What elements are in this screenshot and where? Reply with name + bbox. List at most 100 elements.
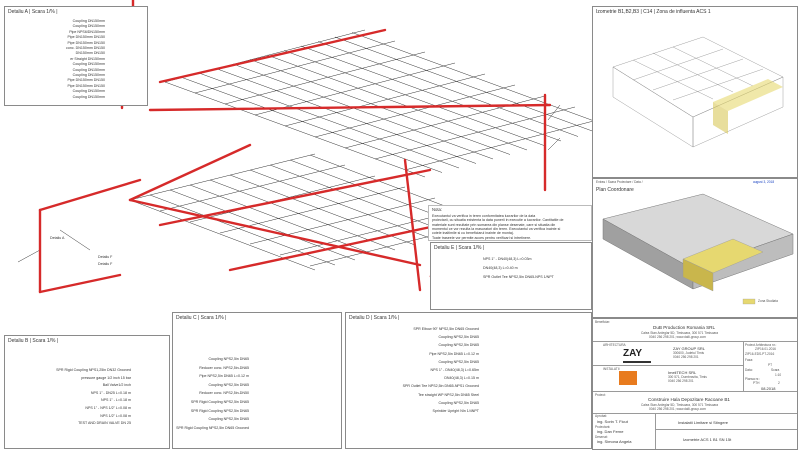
detail-label: NPS 1" - DN40(48,3) L=0.65m (430, 368, 479, 372)
title-block: Beneficiar: DuB Production Romania SRL C… (592, 318, 798, 450)
detail-label: cotele inaltimile si cu beneficiarul ina… (432, 231, 514, 236)
detail-b-title: Detaliu B | Scara 1/% | (8, 338, 59, 344)
detail-label: Sprinkler Upright NIn 1/4NPT (432, 409, 479, 413)
detail-label: Pipe NPS2,5in DN65 L=0.12 m (429, 351, 479, 356)
detail-label: Coupling DN150mm (72, 24, 105, 29)
detail-b-panel: Detaliu B | Scara 1/% | SPR Rigid Coupli… (4, 335, 170, 449)
project-label: Proiect: (595, 393, 606, 397)
detail-label: Executantul va verifica in teren conform… (432, 214, 536, 218)
detail-label: Coupling NPS2,5in DN65 (438, 400, 479, 405)
project-number: ZIP16.01.2016 (755, 347, 776, 351)
detail-label: SPR Outlet Tee NPS2,5in DN65-NPS1 Groove… (402, 384, 479, 389)
detail-label: SPR Outlet Tee NPS2,5in DN65-NPS 1/NPT (483, 275, 554, 279)
detail-label: Pipe DN150mm DN150 (67, 40, 105, 45)
plan-header: Extras / Scara Proiectare / Data / (596, 180, 643, 184)
phase-value: PT (768, 363, 773, 367)
detail-label: Coupling DN150mm (72, 19, 105, 23)
architect-name: ZAY GROUP SRL (673, 346, 706, 351)
detail-label: Coupling NPS2,5in DN65 (208, 417, 249, 422)
plan-coordination-panel: Extras / Scara Proiectare / Data / Plan … (592, 178, 798, 318)
detail-a-title: Detaliu A | Scara 1/% | (8, 9, 58, 15)
detail-label: NPS 1" - NPS 1/2" L=0.08 m (85, 406, 131, 410)
detail-e-panel: Detaliu E | Scara 1/% | NPS 1" - DN40(48… (430, 242, 592, 310)
detail-f-title: Detaliu F (98, 262, 113, 266)
date-label: Data: (745, 368, 753, 372)
imelitech-logo (619, 371, 637, 385)
detail-label: NPS 1" - DN40(48,3) L=0.03m (483, 257, 532, 261)
installation-type: Instalatii Limitare si Stingere (678, 420, 729, 425)
approved-name: ing. Sorin T. Ficut (597, 419, 628, 424)
detail-label: Coupling NPS2,5in DN65 (438, 359, 479, 364)
note-panel: Nota: Executantul va verifica in teren c… (428, 205, 592, 241)
detail-label: DN150mm DN150 (75, 51, 105, 56)
plansa-value: PTH (753, 381, 760, 385)
detail-label: DN40(48,3) L=0.15 m (444, 376, 479, 381)
detail-label: Coupling DN150mm (72, 67, 105, 72)
installer-label: INSTALATII (603, 367, 620, 371)
project-address-1: Calea Stan Ardeglar 5D, Timisoara, 300 5… (641, 403, 719, 407)
detail-label: Toate traseele vor permite acces pentru … (432, 235, 532, 240)
detail-label: NPS 1/2" L=0.08 m (100, 413, 131, 418)
sheet-value: 2 (778, 381, 780, 385)
isometric-panel: Izometrie B1,B2,B3 | C14 | Zona de influ… (592, 6, 798, 178)
architect-address: 300600, Judetul Timis (673, 351, 705, 355)
installer-name: ImeliTECH SRL (668, 370, 697, 375)
project-number-label: Proiect Arhitectura nr.: (745, 343, 777, 347)
designed-name: ing. Dan Ferne (597, 429, 624, 434)
detail-a-panel: Detaliu A | Scara 1/% | Coupling DN150mm… (4, 6, 148, 106)
detail-label: SPR Rigid Coupling NPS2,5in DN65 (190, 400, 249, 404)
architect-label: ARHITECTURA (603, 343, 626, 347)
beneficiar-address-1: Calea Stan Ardeglar 5D, Timisoara, 300 5… (641, 331, 719, 335)
detail-label: proiectarii, cu situatia existenta la da… (432, 218, 564, 223)
detail-label: Ball Valve1/2 inch (102, 383, 131, 388)
detail-label: SPR Rigid Coupling NPS1,25in DN32 Groove… (56, 368, 131, 372)
detail-label: Pipe DN150mm DN150 (67, 78, 105, 83)
architect-phone: 0040 256 298 201 (673, 355, 699, 359)
detail-label: Coupling DN150mm (72, 73, 105, 77)
detail-label: Coupling DN150mm (72, 62, 105, 67)
installer-address: 300 571, Dumbravita, Timis (668, 375, 707, 379)
detail-label: Coupling NPS2,5in DN65 (438, 335, 479, 340)
detaliu-f-plan-label: Detaliu F (98, 255, 113, 259)
isometric-title: Izometrie B1,B2,B3 | C14 | Zona de influ… (596, 9, 711, 15)
detail-label: materiale sunt rezultate prin sumarea di… (432, 222, 556, 227)
beneficiar-address-2: 0040 256 298 201; www.dalli-group.com (649, 335, 706, 339)
detail-label: Reducer conc. NPS2,5in-DN50 (199, 391, 249, 396)
detail-label: SPR Rigid Coupling NPS2,5in DN65 Grooved (176, 425, 249, 430)
project-number-2: ZIP16-EDS-PT-2016 (745, 352, 775, 356)
installer-phone: 0040 256 298 201 (668, 379, 694, 383)
detail-label: Coupling NPS2,5in DN65 (208, 357, 249, 361)
detail-label: Pipe NPS2,5in DN65 L=0.12 m (199, 374, 249, 379)
detail-c-title: Detaliu C | Scara 1/% | (176, 315, 227, 321)
drawn-label: Desenat: (595, 435, 608, 439)
isometric-3d-view (612, 36, 784, 148)
detail-label: er Straight DN150mm (70, 56, 105, 61)
beneficiar-name: DuB Production Romania SRL (653, 325, 716, 330)
project-name: Construire Hala Depozitare Racoane B1 (648, 397, 730, 402)
detail-label: Coupling NPS2,5in DN65 (438, 343, 479, 348)
detail-label: Pipe DN150mm DN150 (67, 83, 105, 88)
designed-label: Proiectant: (595, 425, 611, 429)
scale-label: Scara (771, 368, 780, 372)
detail-d-panel: Detaliu D | Scara 1/% | SPR Elbow 90" NP… (345, 312, 592, 449)
drawn-name: ing. Simona Angela (597, 439, 632, 444)
beneficiar-label: Beneficiar: (595, 320, 611, 324)
zay-logo: ZAY (623, 347, 651, 363)
detail-label: Pipe NPS6/DN150mm (69, 29, 105, 34)
detail-label: Coupling DN150mm (72, 94, 105, 99)
scale-value: 1:10 (775, 373, 782, 377)
detail-label: NPS 1" - DN25 L=0.18 m (90, 390, 131, 395)
detail-e-title: Detaliu E | Scara 1/% | (434, 245, 485, 251)
plan-legend-label: Zona Studiata (758, 299, 778, 303)
detail-label: Reducer conc. NPS2,5in-DN65 (199, 365, 249, 370)
detail-label: TEST AND DRAIN VALVE DN 25 (78, 421, 131, 426)
detail-label: DN40(48,3) L=0.40 m (483, 266, 518, 270)
plan-title: Plan Coordonare (596, 187, 634, 193)
drawing-title: Izometrie ACS 1 B1 SN 15t (683, 437, 732, 442)
detail-label: Tee straight WP NPS2,5in DN65 Steel (418, 392, 479, 397)
detaliu-a-plan-label: Detaliu A (50, 236, 65, 240)
approved-label: Aprobat: (595, 414, 608, 418)
detail-label: SPR Rigid Coupling NPS2,5in DN65 (190, 408, 249, 413)
project-address-2: 0040 256 298 201; www.dalli-group.com (649, 407, 706, 411)
